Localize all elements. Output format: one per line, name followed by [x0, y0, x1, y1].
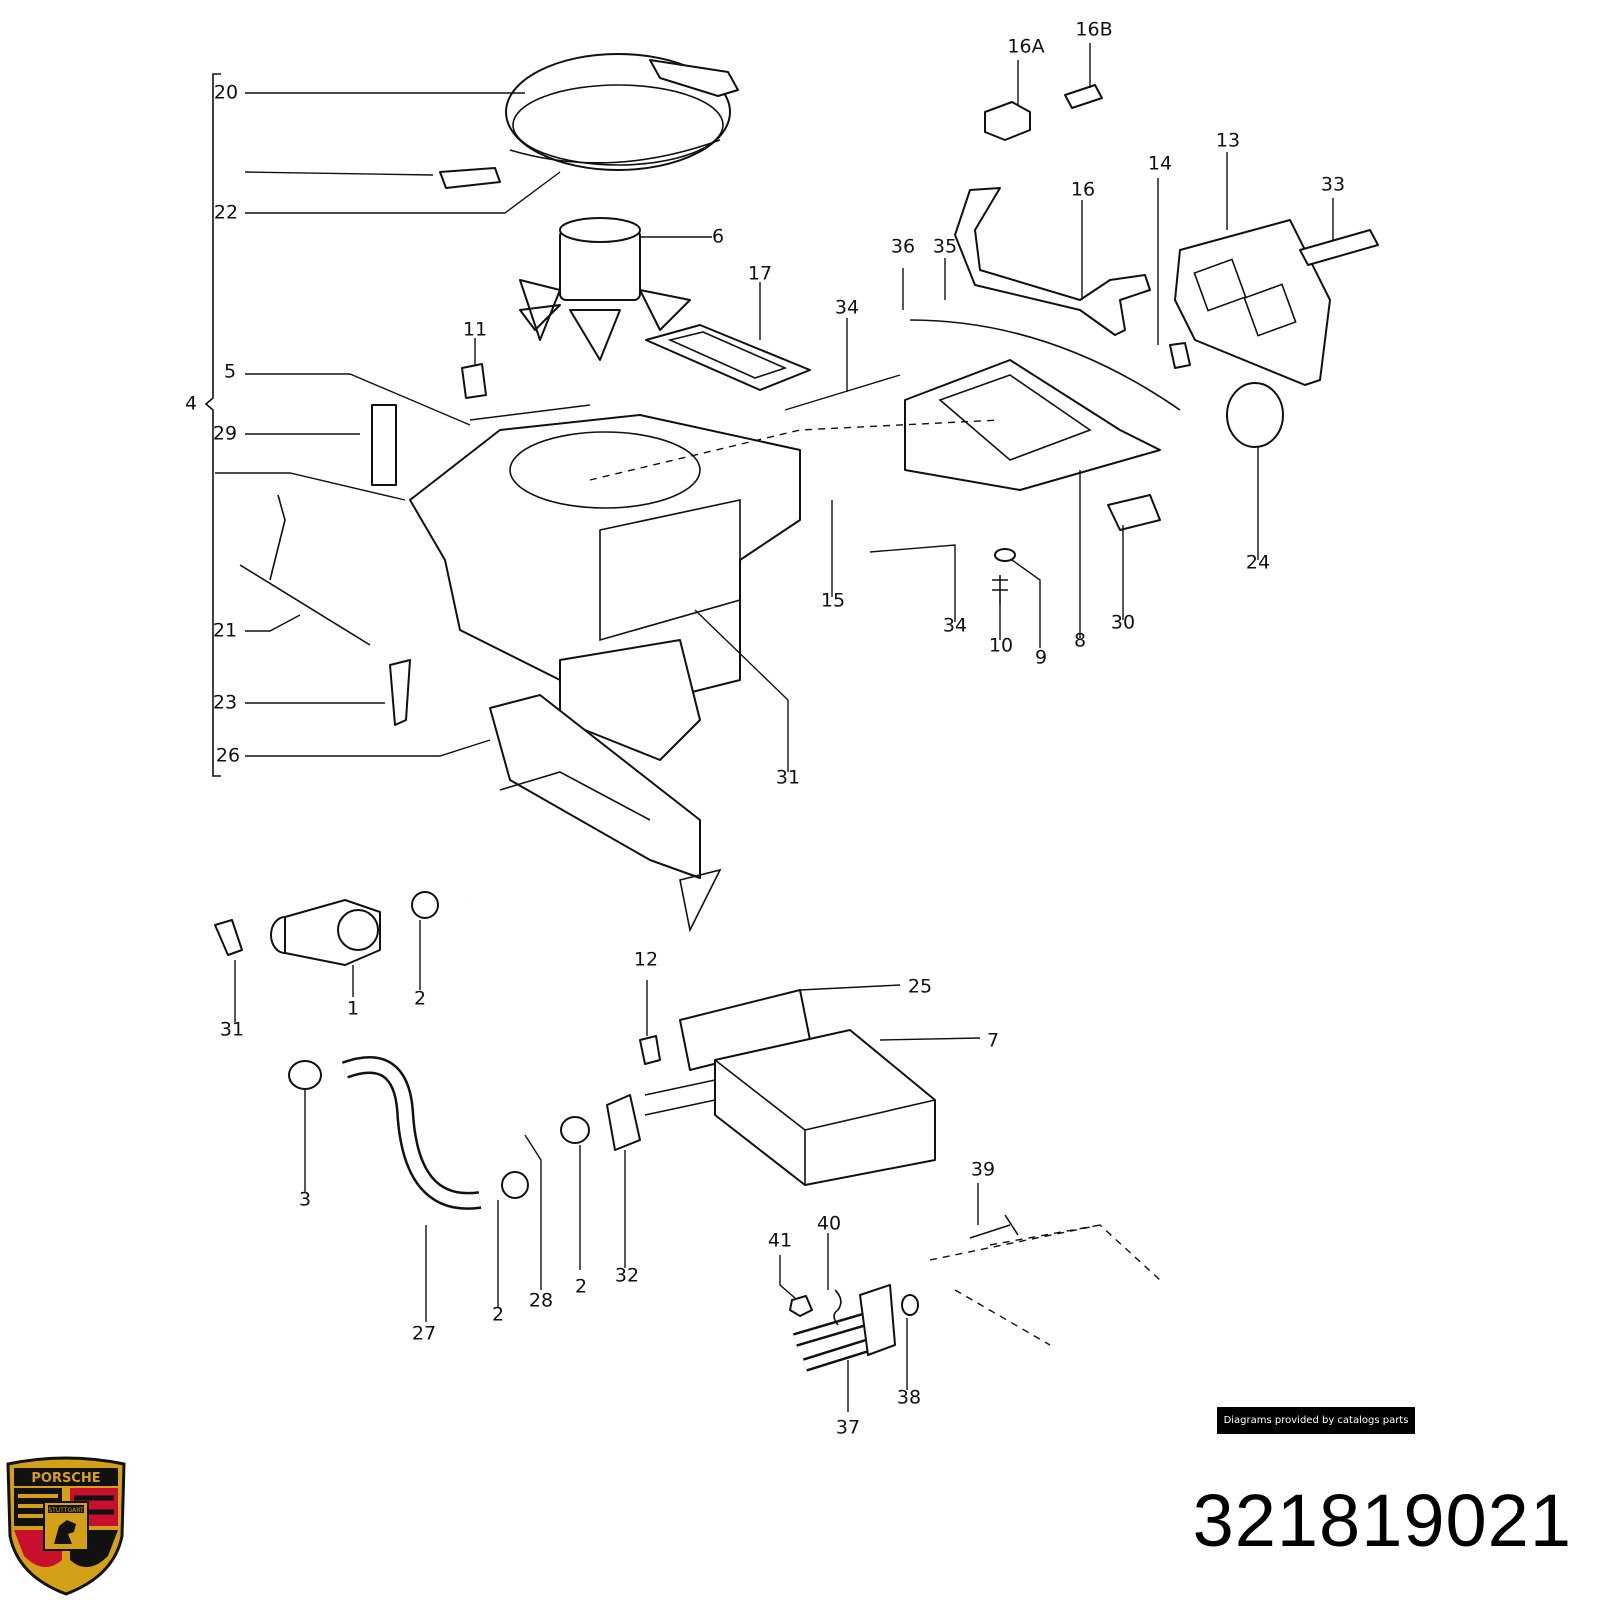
callout-label: 21 — [213, 620, 237, 642]
clamp — [501, 1171, 529, 1199]
callout-label: 16B — [1075, 19, 1112, 41]
bulb-16b — [1064, 84, 1103, 109]
screw-10 — [992, 575, 1008, 605]
callout-label: 5 — [224, 361, 236, 383]
heater-housing — [409, 404, 801, 761]
heater-core — [644, 989, 936, 1186]
porsche-crest-logo: PORSCHE STUTTGART — [6, 1456, 126, 1596]
part-number: 321819021 — [1192, 1479, 1572, 1562]
clip-40 — [833, 1289, 842, 1326]
callout-label: 2 — [575, 1276, 587, 1298]
callout-label: 7 — [987, 1030, 999, 1052]
callout-label: 20 — [214, 82, 238, 104]
callout-label: 1 — [347, 998, 359, 1020]
drain-tray — [489, 694, 701, 879]
callout-label: 37 — [836, 1417, 860, 1439]
callout-label: 36 — [891, 236, 915, 258]
clip-11 — [461, 363, 487, 399]
leader-lines — [215, 43, 1334, 1412]
phantom-heater — [929, 1224, 1161, 1346]
control-unit — [904, 359, 1161, 491]
lever-30 — [1107, 494, 1161, 531]
callout-label: 29 — [213, 423, 237, 445]
rotary-switch — [1226, 382, 1284, 448]
lever-rod — [239, 494, 371, 646]
callout-label: 31 — [220, 1019, 244, 1041]
callout-label: 23 — [213, 692, 237, 714]
blower-cover — [505, 53, 739, 171]
water-valve — [270, 899, 381, 966]
flange-plate — [859, 1284, 896, 1356]
callout-label: 25 — [908, 976, 932, 998]
clip-part — [439, 167, 501, 189]
callout-label: 32 — [615, 1265, 639, 1287]
callout-label: 28 — [529, 1290, 553, 1312]
nut-41 — [789, 1295, 813, 1317]
clamp — [411, 891, 439, 919]
callout-label: 38 — [897, 1387, 921, 1409]
mount-bracket — [371, 404, 397, 486]
clip-12 — [639, 1035, 661, 1065]
credit-badge: Diagrams provided by catalogs parts — [1217, 1407, 1415, 1434]
callout-label: 10 — [989, 635, 1013, 657]
callout-label: 31 — [776, 767, 800, 789]
callout-label: 39 — [971, 1159, 995, 1181]
arm-part — [389, 659, 411, 726]
callout-label: 12 — [634, 949, 658, 971]
part-14 — [1169, 342, 1191, 369]
callout-labels: 20 22 4 5 29 21 23 26 11 6 17 34 36 35 1… — [185, 19, 1345, 1439]
oring-38 — [901, 1294, 919, 1316]
callout-label: 40 — [817, 1213, 841, 1235]
callout-label: 15 — [821, 590, 845, 612]
callout-label: 22 — [214, 202, 238, 224]
clamp — [288, 1060, 322, 1090]
callout-label: 9 — [1035, 647, 1047, 669]
washer-9 — [994, 548, 1016, 562]
callout-label: 3 — [299, 1189, 311, 1211]
clamp — [560, 1116, 590, 1144]
callout-label: 34 — [943, 615, 967, 637]
callout-label: 33 — [1321, 174, 1345, 196]
group-bracket — [204, 73, 221, 777]
blower-fan — [519, 217, 691, 361]
switch-16a — [984, 101, 1031, 141]
clip-31 — [214, 919, 243, 956]
callout-label: 4 — [185, 393, 197, 415]
bracket-16 — [954, 187, 1151, 336]
callout-label: 34 — [835, 297, 859, 319]
knob-33 — [1299, 229, 1379, 266]
callout-label: 2 — [414, 988, 426, 1010]
callout-label: 11 — [463, 319, 487, 341]
callout-label: 2 — [492, 1304, 504, 1326]
control-panel — [1174, 219, 1331, 386]
grommet-32 — [606, 1094, 641, 1151]
bolt-39 — [969, 1214, 1019, 1239]
callout-label: 27 — [412, 1323, 436, 1345]
svg-text:PORSCHE: PORSCHE — [31, 1471, 100, 1486]
callout-label: 14 — [1148, 153, 1172, 175]
svg-text:STUTTGART: STUTTGART — [48, 1507, 84, 1514]
callout-label: 41 — [768, 1230, 792, 1252]
cable-35 — [909, 319, 1181, 411]
rod-34 — [784, 374, 901, 411]
callout-label: 6 — [712, 226, 724, 248]
callout-label: 24 — [1246, 552, 1270, 574]
callout-label: 35 — [933, 236, 957, 258]
callout-label: 16A — [1007, 36, 1044, 58]
callout-label: 17 — [748, 263, 772, 285]
callout-label: 8 — [1074, 630, 1086, 652]
callout-label: 30 — [1111, 612, 1135, 634]
callout-label: 26 — [216, 745, 240, 767]
callout-label: 16 — [1071, 179, 1095, 201]
filter-frame — [645, 324, 811, 391]
callout-label: 13 — [1216, 130, 1240, 152]
